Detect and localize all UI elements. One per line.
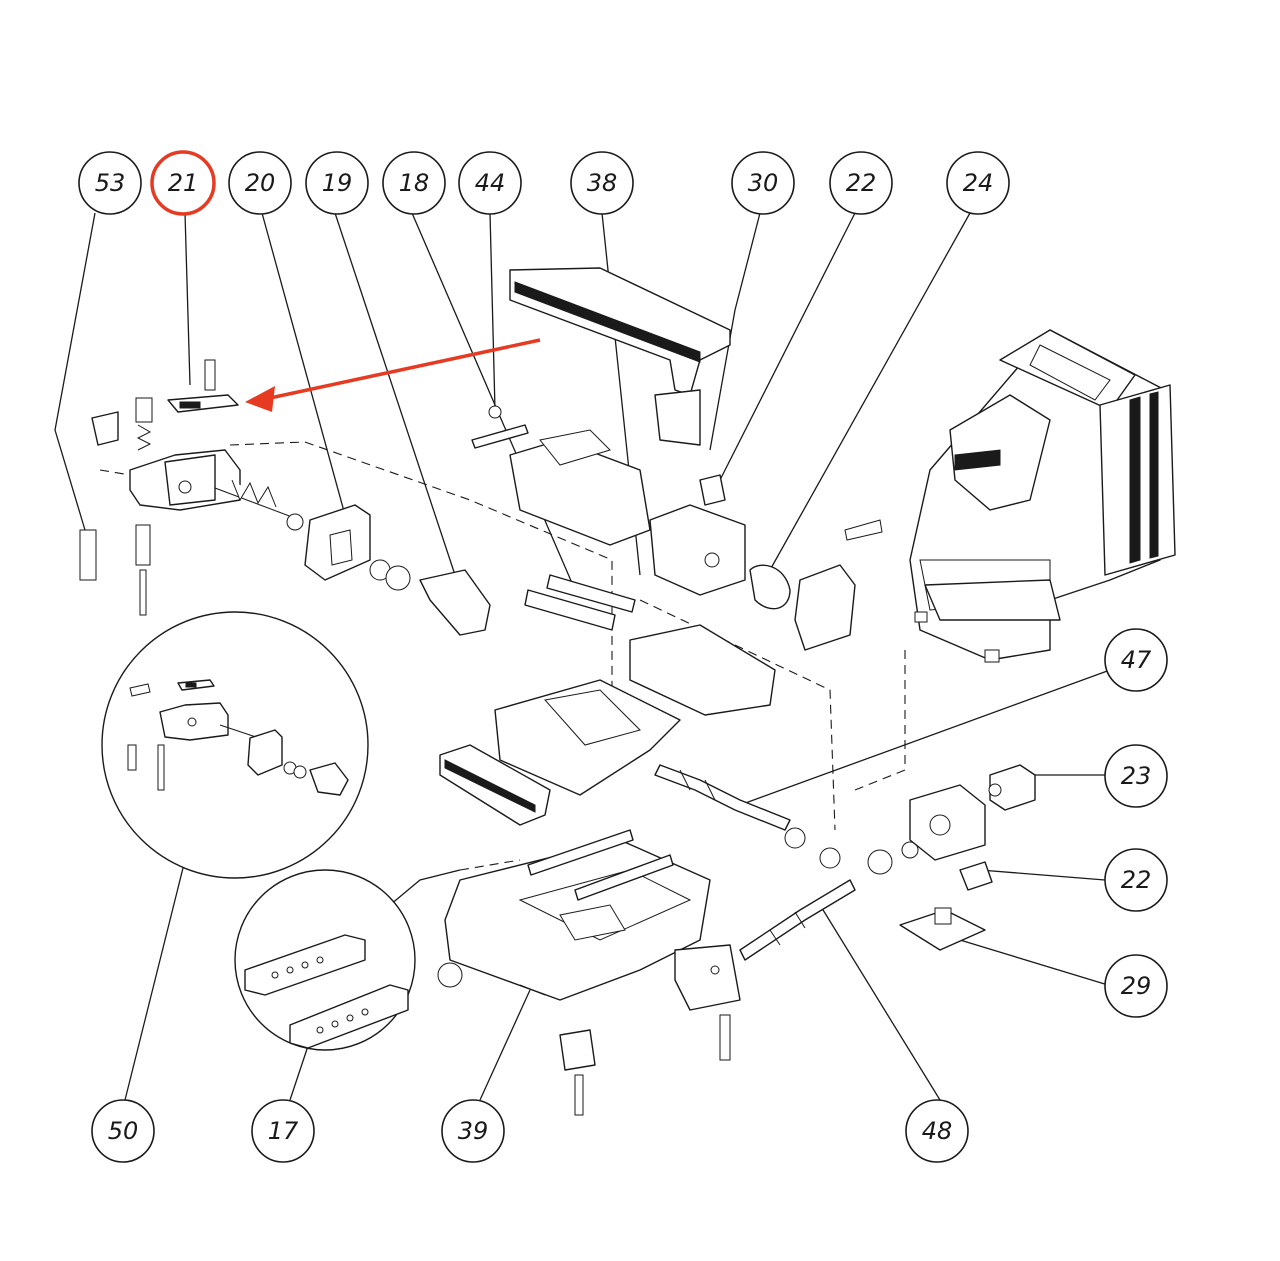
callout-19[interactable]: 19 xyxy=(305,151,369,215)
callout-38-label: 38 xyxy=(587,169,618,197)
callout-19-label: 19 xyxy=(322,169,353,197)
callouts: 53 21 20 19 18 44 38 30 xyxy=(78,151,1168,1163)
callout-53[interactable]: 53 xyxy=(78,151,142,215)
drive-shafts xyxy=(654,764,919,961)
callout-38[interactable]: 38 xyxy=(570,151,634,215)
callout-20-label: 20 xyxy=(245,169,276,197)
callout-22-right-label: 22 xyxy=(1121,866,1152,894)
callout-50[interactable]: 50 xyxy=(91,1099,155,1163)
callout-24[interactable]: 24 xyxy=(946,151,1010,215)
left-vise-assembly xyxy=(79,359,491,636)
callout-21[interactable]: 21 xyxy=(151,151,215,215)
callout-22-top-label: 22 xyxy=(846,169,877,197)
callout-39[interactable]: 39 xyxy=(441,1099,505,1163)
callout-30-label: 30 xyxy=(748,169,779,197)
leader-lines xyxy=(54,212,1111,1101)
callout-44-label: 44 xyxy=(475,169,506,197)
callout-47[interactable]: 47 xyxy=(1104,628,1168,692)
callout-21-label: 21 xyxy=(168,169,199,197)
callout-18[interactable]: 18 xyxy=(382,151,446,215)
callout-30[interactable]: 30 xyxy=(731,151,795,215)
callout-17[interactable]: 17 xyxy=(251,1099,315,1163)
callout-48-label: 48 xyxy=(922,1117,953,1145)
detail-circle-rails xyxy=(234,869,461,1051)
detail-circle-vise xyxy=(101,611,369,879)
callout-29[interactable]: 29 xyxy=(1104,954,1168,1018)
callout-17-label: 17 xyxy=(268,1117,299,1145)
callout-50-label: 50 xyxy=(108,1117,139,1145)
callout-20[interactable]: 20 xyxy=(228,151,292,215)
callout-53-label: 53 xyxy=(95,169,126,197)
highlight-ring xyxy=(150,150,216,216)
callout-29-label: 29 xyxy=(1121,972,1152,1000)
callout-23[interactable]: 23 xyxy=(1104,744,1168,808)
callout-23-label: 23 xyxy=(1121,762,1152,790)
highlight-arrow xyxy=(245,338,541,412)
callout-47-label: 47 xyxy=(1121,646,1152,674)
top-cover xyxy=(509,267,731,446)
callout-22-top[interactable]: 22 xyxy=(829,151,893,215)
callout-24-label: 24 xyxy=(963,169,994,197)
center-carriage-assembly xyxy=(439,405,883,826)
lower-base-assembly xyxy=(437,829,741,1116)
key-cutting-machine xyxy=(909,329,1176,663)
callout-18-label: 18 xyxy=(399,169,430,197)
callout-48[interactable]: 48 xyxy=(905,1099,969,1163)
right-motor-assembly xyxy=(899,764,1036,951)
callout-39-label: 39 xyxy=(458,1117,489,1145)
callout-44[interactable]: 44 xyxy=(458,151,522,215)
callout-22-right[interactable]: 22 xyxy=(1104,848,1168,912)
